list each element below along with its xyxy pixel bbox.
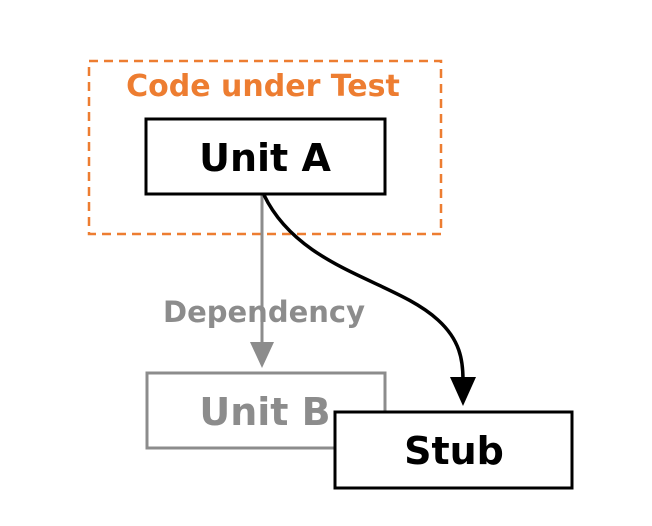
stub-arrowhead (450, 377, 476, 406)
dependency-arrowhead (250, 342, 274, 368)
unit-a-box (144, 117, 387, 196)
code-under-test-label: Code under Test (126, 69, 400, 104)
stub-label: Stub (404, 429, 504, 473)
unit-a-label: Unit A (199, 136, 331, 180)
dependency-label: Dependency (163, 295, 365, 329)
stub-arrow-curve (262, 194, 465, 381)
stub-box (333, 410, 574, 490)
unit-b-label: Unit B (199, 390, 330, 434)
code-under-test-group (87, 59, 443, 236)
